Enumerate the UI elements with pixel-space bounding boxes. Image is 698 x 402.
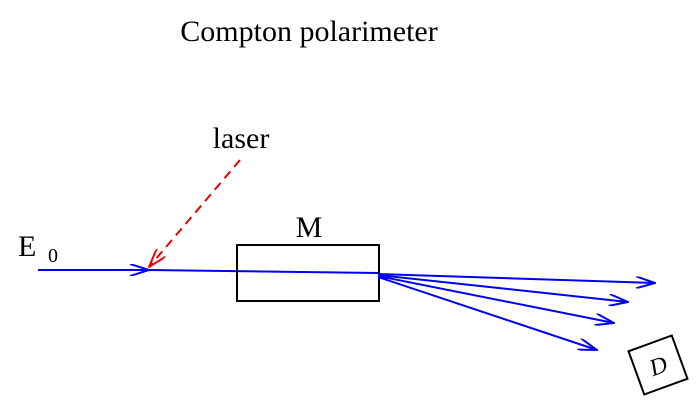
deflected-beam-4 [377,276,597,350]
magnet-label: M [296,211,323,244]
deflected-beam-1 [377,273,655,283]
beam-energy-subscript: 0 [48,245,58,267]
beam-energy-label: E [18,230,36,263]
detector-label: D [645,352,671,383]
diagram-title: Compton polarimeter [180,15,437,48]
detector: D [627,334,689,396]
laser-beam-arrow [149,159,241,267]
deflected-beam-3 [377,275,614,323]
beam-through-magnet [148,269,379,274]
deflected-beam-2 [377,274,628,302]
magnet-box [236,244,380,302]
detector-box [627,334,689,396]
laser-label: laser [213,122,270,155]
